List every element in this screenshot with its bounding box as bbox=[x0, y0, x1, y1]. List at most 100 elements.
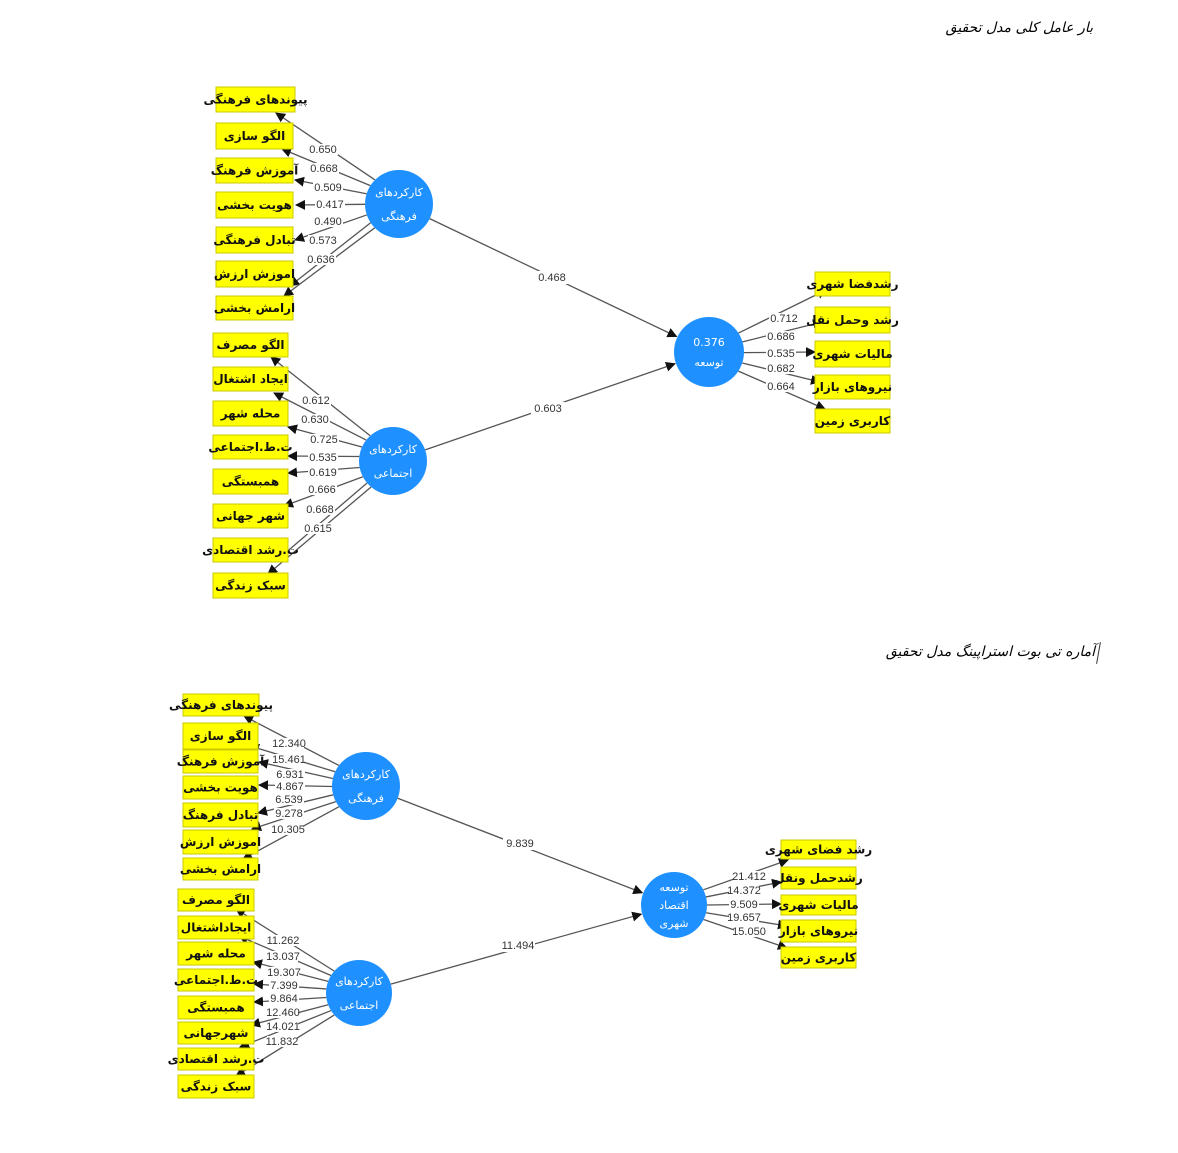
loading-value: 0.636 bbox=[307, 254, 335, 266]
weight-label-bg bbox=[309, 163, 339, 174]
indicator-box bbox=[182, 829, 259, 855]
loading-value: 0.630 bbox=[301, 414, 329, 426]
indicator-box bbox=[177, 941, 255, 966]
indicator-development-1[interactable]: رشدحمل ونقل bbox=[774, 866, 863, 890]
weight-label-bg bbox=[308, 467, 338, 478]
indicator-label: الگو سازی bbox=[190, 729, 252, 744]
weight-label-bg bbox=[275, 781, 305, 792]
latent-development-label: اقتصاد bbox=[659, 899, 688, 912]
indicator-social-0[interactable]: الگو مصرف bbox=[177, 888, 255, 912]
indicator-label: ارامش بخشی bbox=[180, 862, 261, 876]
indicator-label: رشد وحمل نقل bbox=[806, 313, 899, 328]
indicator-social-6[interactable]: ت.رشد اقتصادی bbox=[168, 1047, 265, 1071]
path-coefficient: 0.468 bbox=[538, 272, 566, 284]
weight-label-bg bbox=[729, 899, 759, 910]
indicator-cultural-1[interactable]: الگو سازی bbox=[215, 122, 294, 150]
indicator-box bbox=[814, 408, 891, 434]
indicator-label: اموزش ارزش bbox=[180, 835, 261, 850]
latent-social-functions-circle bbox=[359, 427, 427, 495]
indicator-cultural-4[interactable]: تبادل فرهنگی bbox=[213, 226, 296, 254]
indicator-box bbox=[780, 839, 857, 860]
loading-value: 0.615 bbox=[304, 523, 332, 535]
latent-cultural-functions-label: فرهنگی bbox=[348, 792, 384, 805]
indicator-label: ایجاداشتغال bbox=[181, 921, 251, 935]
outer-loadings-diagram: 0.6500.6680.5090.4170.4900.5730.6360.612… bbox=[202, 86, 899, 599]
latent-development-circle bbox=[641, 872, 707, 938]
loading-value: 0.490 bbox=[314, 216, 342, 228]
indicator-cultural-5[interactable]: اموزش ارزش bbox=[214, 260, 295, 288]
weight-label-bg bbox=[729, 912, 759, 923]
indicator-development-4[interactable]: کاربری زمین bbox=[780, 946, 857, 969]
indicator-development-0[interactable]: رشد فضای شهری bbox=[765, 839, 872, 860]
indicator-cultural-0[interactable]: پیوندهای فرهنگی bbox=[203, 86, 308, 113]
indicator-social-5[interactable]: شهر جهانی bbox=[212, 503, 289, 529]
loading-value: 0.725 bbox=[310, 434, 338, 446]
indicator-cultural-2[interactable]: آموزش فرهنگ bbox=[211, 157, 299, 184]
indicator-development-2[interactable]: مالیات شهری bbox=[778, 894, 859, 916]
indicator-cultural-6[interactable]: ارامش بخشی bbox=[180, 857, 261, 881]
indicator-cultural-3[interactable]: هویت بخشی bbox=[215, 191, 294, 219]
indicator-label: پیوندهای فرهنگی bbox=[203, 93, 307, 108]
indicator-development-2[interactable]: مالیات شهری bbox=[812, 340, 893, 368]
loading-value: 14.372 bbox=[727, 885, 761, 897]
latent-development-label: شهری bbox=[660, 917, 689, 930]
weight-label-bg bbox=[769, 313, 799, 324]
indicator-cultural-6[interactable]: ارامش بخشی bbox=[214, 295, 295, 321]
indicator-cultural-1[interactable]: الگو سازی bbox=[182, 722, 259, 750]
indicator-cultural-0[interactable]: پیوندهای فرهنگی bbox=[169, 693, 273, 717]
indicator-development-3[interactable]: نیروهای بازار bbox=[778, 919, 858, 943]
indicator-social-0[interactable]: الگو مصرف bbox=[212, 332, 289, 358]
weight-label-bg bbox=[766, 348, 796, 359]
indicator-cultural-5[interactable]: اموزش ارزش bbox=[180, 829, 261, 855]
indicator-label: الگو مصرف bbox=[217, 338, 285, 353]
indicator-development-4[interactable]: کاربری زمین bbox=[814, 408, 891, 434]
indicator-social-7[interactable]: سبک زندگی bbox=[212, 572, 289, 599]
indicator-social-5[interactable]: شهرجهانی bbox=[177, 1021, 255, 1045]
path-label-bg bbox=[501, 939, 535, 952]
indicator-label: آموزش فرهنگ bbox=[211, 163, 299, 179]
indicator-social-7[interactable]: سبک زندگی bbox=[177, 1074, 255, 1099]
indicator-box bbox=[212, 537, 289, 563]
indicator-label: پیوندهای فرهنگی bbox=[169, 698, 273, 713]
indicator-label: همبستگی bbox=[222, 475, 280, 489]
indicator-development-0[interactable]: رشدفضا شهری bbox=[806, 271, 899, 297]
indicator-box bbox=[780, 866, 857, 890]
indicator-cultural-3[interactable]: هویت بخشی bbox=[182, 775, 259, 800]
weight-label-bg bbox=[300, 414, 330, 425]
indicator-social-3[interactable]: ت.ط.اجتماعی bbox=[208, 434, 293, 460]
indicator-label: مالیات شهری bbox=[812, 347, 892, 361]
indicator-social-2[interactable]: محله شهر bbox=[212, 400, 289, 427]
weight-label-bg bbox=[269, 967, 299, 978]
indicator-social-1[interactable]: ایجاد اشتغال bbox=[212, 366, 289, 392]
path-coefficient: 11.494 bbox=[502, 940, 535, 952]
indicator-social-6[interactable]: ت.رشد اقتصادی bbox=[202, 537, 299, 563]
indicator-label: رشدحمل ونقل bbox=[774, 871, 863, 886]
indicator-social-4[interactable]: همبستگی bbox=[212, 468, 289, 495]
indicator-social-1[interactable]: ایجاداشتغال bbox=[177, 915, 255, 940]
indicator-development-3[interactable]: نیروهای بازار bbox=[812, 374, 892, 400]
indicator-cultural-2[interactable]: آموزش فرهنگ bbox=[177, 749, 265, 774]
latent-cultural-functions-circle bbox=[332, 752, 400, 820]
loading-value: 15.461 bbox=[272, 754, 306, 766]
indicator-social-4[interactable]: همبستگی bbox=[177, 995, 255, 1020]
path-coefficient: 0.603 bbox=[534, 403, 562, 415]
indicator-box bbox=[212, 332, 289, 358]
weight-label-bg bbox=[307, 484, 337, 495]
indicator-label: شهر جهانی bbox=[216, 509, 285, 523]
indicator-label: ایجاد اشتغال bbox=[213, 372, 288, 386]
weight-label-bg bbox=[766, 331, 796, 342]
indicator-social-2[interactable]: محله شهر bbox=[177, 941, 255, 966]
indicator-box bbox=[215, 86, 296, 113]
indicator-development-1[interactable]: رشد وحمل نقل bbox=[806, 306, 899, 334]
loading-value: 14.021 bbox=[266, 1021, 300, 1033]
indicator-box bbox=[814, 306, 891, 334]
loading-value: 10.305 bbox=[271, 824, 305, 836]
indicator-cultural-4[interactable]: تبادل فرهنگ bbox=[182, 802, 259, 828]
indicator-social-3[interactable]: ت.ط.اجتماعی bbox=[174, 968, 258, 992]
